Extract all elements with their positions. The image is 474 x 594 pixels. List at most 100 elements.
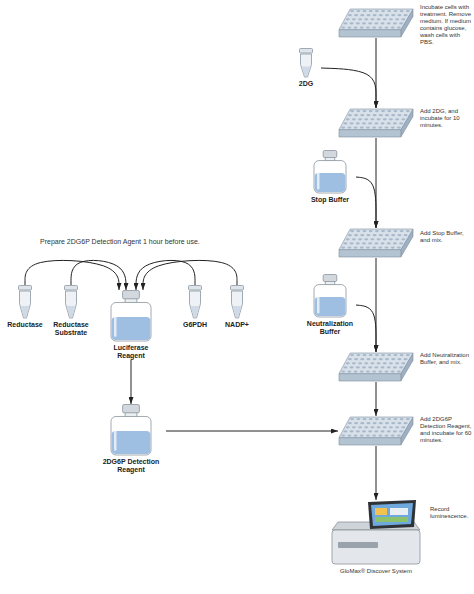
plate-well [406, 230, 410, 232]
plate-well [346, 238, 350, 240]
plate-well [400, 10, 404, 12]
plate-well [358, 238, 362, 240]
plate-well [363, 230, 367, 232]
tube-shape [18, 285, 32, 319]
plate-well [381, 366, 385, 368]
plate-well [370, 362, 374, 364]
plate-well [378, 246, 382, 248]
plate-well [378, 26, 382, 28]
tube-cap [300, 49, 313, 54]
plate-well [381, 110, 385, 112]
plate-well [395, 118, 399, 120]
well-plate: Incubate cells with treatment. Remove me… [338, 8, 414, 38]
plate-well [397, 234, 401, 236]
plate-well [385, 358, 389, 360]
plate-well [387, 230, 391, 232]
plate-well [399, 22, 403, 24]
plate-well [341, 434, 345, 436]
reagent-bottle: Luciferase Reagent [101, 290, 161, 360]
plate-well [377, 362, 381, 364]
plate-well [375, 230, 379, 232]
plate-shape [338, 352, 414, 382]
plate-well [362, 366, 366, 368]
buffer-bottle: Neutralization Buffer [304, 274, 356, 336]
flow-arrow [136, 260, 195, 290]
plate-top [339, 417, 413, 438]
flow-arrow [376, 382, 377, 416]
plate-well [397, 370, 401, 372]
bottle-shape [313, 274, 347, 318]
reagent-tube: G6PDH [175, 285, 215, 329]
plate-well [346, 18, 350, 20]
plate-well [350, 110, 354, 112]
plate-well [384, 370, 388, 372]
plate-well [364, 118, 368, 120]
plate-well [375, 354, 379, 356]
buffer-bottle: Stop Buffer [304, 150, 356, 204]
plate-well [406, 10, 410, 12]
plate-well [381, 122, 385, 124]
plate-well [364, 18, 368, 20]
plate-well [354, 126, 358, 128]
plate-well [374, 122, 378, 124]
plate-well [397, 14, 401, 16]
plate-front [339, 374, 401, 381]
plate-well [354, 14, 358, 16]
reagent-tube: Reductase Substrate [48, 285, 94, 337]
plate-well [366, 114, 370, 116]
plate-well [387, 22, 391, 24]
plate-well [360, 246, 364, 248]
plate-well [348, 14, 352, 16]
luminometer: GloMax® Discover SystemRecord luminescen… [326, 500, 426, 575]
plate-well [362, 430, 366, 432]
plate-well [363, 10, 367, 12]
plate-well [354, 370, 358, 372]
bottle-cap [123, 291, 140, 299]
plate-well [399, 430, 403, 432]
plate-well [374, 242, 378, 244]
plate-well [406, 110, 410, 112]
tube-cap [189, 286, 202, 291]
plate-well [370, 426, 374, 428]
plate-well [401, 238, 405, 240]
plate-well [404, 358, 408, 360]
plate-well [370, 238, 374, 240]
plate-well [381, 242, 385, 244]
plate-well [401, 426, 405, 428]
plate-well [372, 26, 376, 28]
plate-well [378, 126, 382, 128]
plate-well [369, 10, 373, 12]
plate-well [377, 118, 381, 120]
plate-well [360, 358, 364, 360]
plate-well [378, 434, 382, 436]
plate-well [356, 22, 360, 24]
plate-well [356, 230, 360, 232]
plate-well [369, 354, 373, 356]
plate-well [393, 122, 397, 124]
reagent-label: NADP+ [225, 321, 249, 329]
bottle-body [111, 416, 151, 455]
plate-well [347, 126, 351, 128]
plate-well [400, 354, 404, 356]
plate-front [339, 30, 401, 37]
plate-well [393, 430, 397, 432]
plate-well [354, 358, 358, 360]
plate-well [391, 358, 395, 360]
plate-well [387, 366, 391, 368]
plate-top [339, 353, 413, 374]
plate-well [354, 26, 358, 28]
tube-shape [188, 285, 202, 319]
plate-well [391, 246, 395, 248]
plate-well [393, 230, 397, 232]
plate-well [383, 426, 387, 428]
plate-well [354, 114, 358, 116]
plate-well [360, 14, 364, 16]
plate-well [360, 422, 364, 424]
plate-well [346, 426, 350, 428]
plate-well [384, 26, 388, 28]
well-plate: Add 2DG, and incubate for 10 minutes. [338, 108, 414, 138]
bottle-body [314, 161, 346, 193]
plate-well [368, 22, 372, 24]
bottle-shape [313, 150, 347, 194]
